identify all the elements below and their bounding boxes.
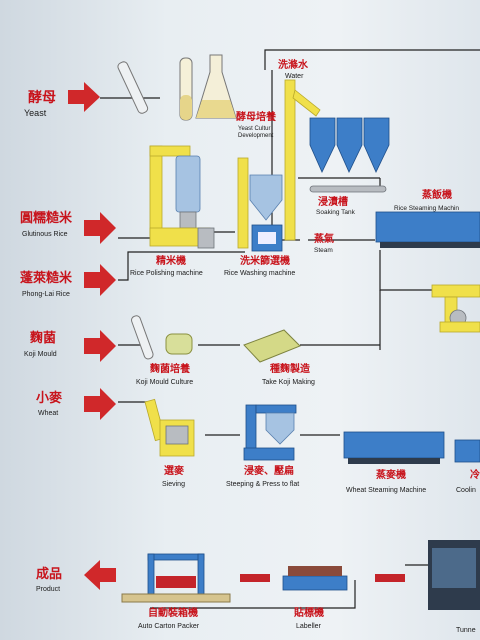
glutinous-label-zh: 圓糯糙米	[20, 210, 73, 226]
step-labels: 洗滌水 Water 酵母培養 Yeast Cultur Development …	[130, 58, 480, 634]
product-label-zh: 成品	[36, 566, 62, 582]
penglai-label-en: Phong-Lai Rice	[22, 291, 70, 298]
polishing-label-en: Rice Polishing machine	[130, 270, 203, 277]
yeast-culture-tubes	[117, 54, 237, 121]
input-labels: 酵母 Yeast 圓糯糙米 Glutinous Rice 蓬萊糙米 Phong-…	[20, 89, 73, 593]
tunnel-label-en: Tunne	[456, 627, 476, 634]
wheat-steaming-label-zh: 蒸麥機	[376, 468, 406, 481]
polishing-label-zh: 精米機	[156, 254, 186, 267]
steeping-label-zh: 浸麥、壓扁	[244, 464, 294, 477]
koji-making-label-zh: 種麴製造	[270, 362, 311, 375]
yeast-culture-label-en1: Yeast Cultur	[238, 126, 270, 132]
koji-culture-label-zh: 麴菌培養	[149, 362, 190, 375]
wheat-steaming-machine	[343, 431, 480, 464]
sieving-label-zh: 選麥	[164, 464, 185, 477]
wheat-label-zh: 小麥	[36, 390, 63, 406]
koji-label-en: Koji Mould	[24, 351, 57, 358]
yeast-label-zh: 酵母	[28, 89, 56, 106]
rice-washing-machine	[237, 157, 283, 252]
yeast-label-en: Yeast	[24, 108, 47, 118]
soaking-label-en: Soaking Tank	[316, 209, 356, 216]
steam-label-en: Steam	[314, 247, 333, 254]
penglai-label-zh: 蓬萊糙米	[20, 270, 73, 286]
koji-mixing-machine	[431, 284, 480, 333]
soaking-tanks	[284, 79, 390, 241]
washing-label-zh: 洗米篩選機	[240, 254, 290, 267]
rice-steaming-machine	[375, 211, 480, 248]
steeping-press-machine	[243, 404, 297, 461]
soaking-label-zh: 浸漬槽	[318, 195, 348, 208]
koji-culture-label-en: Koji Mould Culture	[136, 379, 193, 386]
product-label-en: Product	[36, 586, 60, 593]
cooling-label-zh: 冷	[470, 468, 480, 481]
water-label-en: Water	[285, 73, 304, 80]
tunnel-bottling-line	[240, 540, 480, 610]
sieving-label-en: Sieving	[162, 481, 185, 488]
koji-making-label-en: Take Koji Making	[262, 379, 315, 386]
carton-label-zh: 自動裝箱機	[148, 606, 198, 619]
steam-label-zh: 蒸氣	[314, 232, 334, 245]
water-label-zh: 洗滌水	[278, 58, 309, 71]
rice-polishing-machine	[149, 145, 215, 249]
cooling-label-en: Coolin	[456, 487, 476, 494]
koji-equipment	[131, 315, 301, 363]
carton-label-en: Auto Carton Packer	[138, 623, 200, 630]
labeller-label-zh: 貼標機	[293, 606, 324, 619]
wheat-label-en: Wheat	[38, 410, 58, 417]
rice-steaming-label-en: Rice Steaming Machin	[394, 205, 459, 212]
labeller-label-en: Labeller	[296, 623, 322, 630]
koji-label-zh: 麴菌	[29, 330, 56, 346]
yeast-culture-label-zh: 酵母培養	[236, 110, 276, 123]
yeast-culture-label-en2: Development	[238, 133, 274, 139]
auto-carton-packer	[121, 553, 231, 603]
steeping-label-en: Steeping & Press to flat	[226, 481, 299, 488]
washing-label-en: Rice Washing machine	[224, 270, 295, 277]
rice-steaming-label-zh: 蒸飯機	[422, 188, 452, 201]
wheat-steaming-label-en: Wheat Steaming Machine	[346, 487, 426, 494]
sieving-machine	[144, 398, 195, 457]
input-arrows	[68, 82, 116, 590]
glutinous-label-en: Glutinous Rice	[22, 231, 68, 238]
